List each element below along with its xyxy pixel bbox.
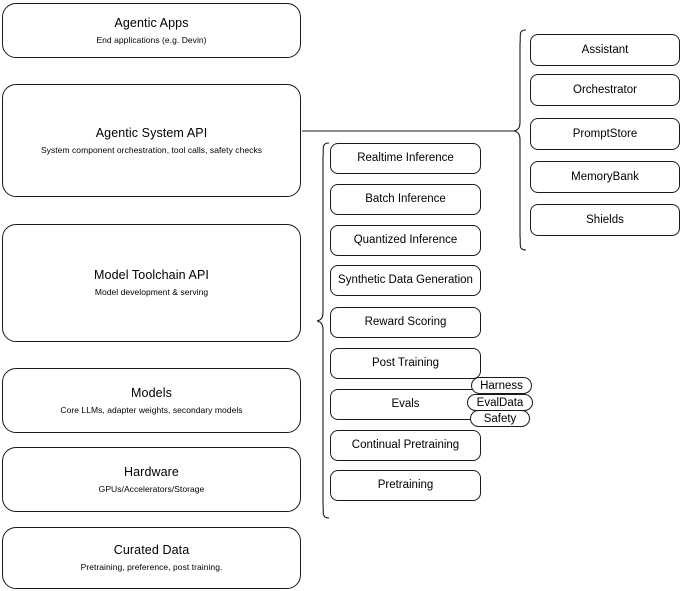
toolchain-item-label: Batch Inference [365,193,446,205]
layer-subtitle: Model development & serving [94,287,209,297]
brace-toolchain-components [316,142,330,519]
system-component-promptstore[interactable]: PromptStore [530,118,680,150]
system-component-memorybank[interactable]: MemoryBank [530,161,680,193]
eval-subcomponent-harness[interactable]: Harness [471,377,532,394]
system-component-label: Assistant [581,43,629,56]
layer-subtitle: Pretraining, preference, post training. [80,562,223,572]
layer-subtitle: System component orchestration, tool cal… [40,144,263,155]
layer-card-curated-data[interactable]: Curated Data Pretraining, preference, po… [2,527,301,589]
system-component-shields[interactable]: Shields [530,204,680,236]
system-component-orchestrator[interactable]: Orchestrator [530,74,680,106]
toolchain-item-pretraining[interactable]: Pretraining [330,470,481,501]
eval-subcomponent-safety[interactable]: Safety [470,410,530,427]
layer-subtitle: End applications (e.g. Devin) [96,34,207,45]
brace-system-components [513,29,527,251]
eval-subcomponent-label: EvalData [476,396,524,409]
toolchain-item-label: Quantized Inference [353,234,458,246]
toolchain-item-batch-inference[interactable]: Batch Inference [330,184,481,215]
layer-card-model-toolchain-api[interactable]: Model Toolchain API Model development & … [2,224,301,342]
toolchain-item-reward-scoring[interactable]: Reward Scoring [330,307,481,338]
toolchain-item-label: Pretraining [377,479,434,491]
layer-subtitle: Core LLMs, adapter weights, secondary mo… [60,404,243,415]
toolchain-item-label: Reward Scoring [364,316,447,328]
layer-title: Hardware [124,464,179,479]
toolchain-item-synthetic-data-generation[interactable]: Synthetic Data Generation [330,265,481,296]
layer-subtitle: GPUs/Accelerators/Storage [98,483,205,494]
layer-card-agentic-system-api[interactable]: Agentic System API System component orch… [2,84,301,197]
system-component-label: Orchestrator [573,83,637,96]
eval-subcomponent-label: Harness [480,379,523,392]
toolchain-item-label: Continual Pretraining [351,439,460,451]
toolchain-item-realtime-inference[interactable]: Realtime Inference [330,143,481,174]
layer-title: Model Toolchain API [94,268,209,282]
system-component-assistant[interactable]: Assistant [530,34,680,66]
layer-title: Agentic Apps [114,15,189,30]
toolchain-item-continual-pretraining[interactable]: Continual Pretraining [330,430,481,461]
eval-subcomponent-label: Safety [483,412,517,425]
layer-title: Curated Data [113,543,190,557]
toolchain-item-post-training[interactable]: Post Training [330,348,481,379]
toolchain-item-label: Synthetic Data Generation [338,274,473,286]
eval-subcomponent-evaldata[interactable]: EvalData [467,394,533,411]
system-component-label: PromptStore [572,127,638,140]
toolchain-item-label: Realtime Inference [357,152,454,164]
toolchain-item-evals[interactable]: Evals [330,389,481,420]
toolchain-item-label: Evals [391,398,420,410]
layer-card-agentic-apps[interactable]: Agentic Apps End applications (e.g. Devi… [2,3,301,58]
layer-title: Agentic System API [95,125,208,140]
layer-card-hardware[interactable]: Hardware GPUs/Accelerators/Storage [2,447,301,512]
toolchain-item-label: Post Training [371,357,440,369]
system-component-label: Shields [586,213,624,226]
toolchain-item-quantized-inference[interactable]: Quantized Inference [330,225,481,256]
system-component-label: MemoryBank [571,170,639,183]
layer-card-models[interactable]: Models Core LLMs, adapter weights, secon… [2,368,301,433]
layer-title: Models [131,385,172,400]
